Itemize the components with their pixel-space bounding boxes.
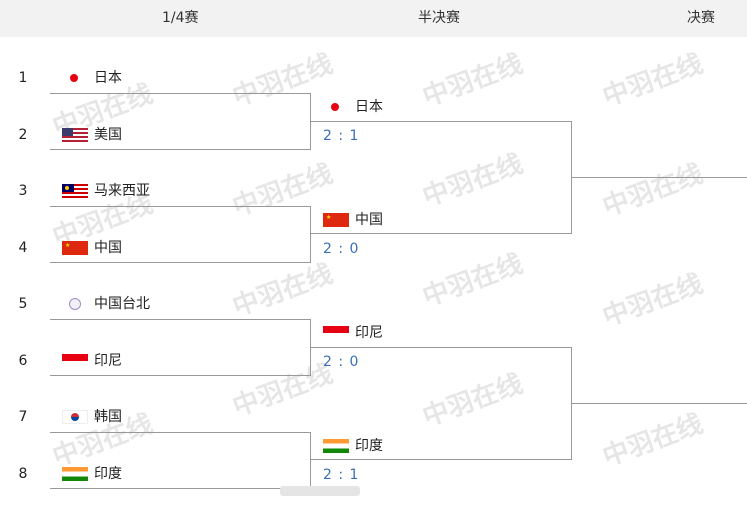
team-name: 马来西亚 bbox=[94, 183, 150, 199]
qf-team-china[interactable]: ★ 中国 bbox=[62, 236, 122, 260]
indonesia-flag-icon bbox=[62, 354, 88, 368]
sf-team-india[interactable]: 印度 bbox=[323, 434, 383, 458]
watermark: 中羽在线 bbox=[418, 48, 527, 113]
scroll-hint-bar bbox=[280, 486, 360, 496]
quarterfinal-column-title: 1/4赛 bbox=[162, 10, 199, 26]
seed-number: 7 bbox=[18, 409, 28, 425]
watermark: 中羽在线 bbox=[228, 258, 337, 323]
team-name: 印度 bbox=[355, 438, 383, 454]
qf-team-india[interactable]: 印度 bbox=[62, 462, 122, 486]
qf-team-usa[interactable]: 美国 bbox=[62, 123, 122, 147]
final-column-title: 决赛 bbox=[687, 10, 715, 26]
sf-match-bracket bbox=[311, 347, 572, 460]
seed-number: 6 bbox=[18, 353, 28, 369]
sf-match-bracket bbox=[311, 121, 572, 234]
qf-match-bracket bbox=[50, 432, 311, 489]
qf-match-bracket bbox=[50, 206, 311, 263]
india-flag-icon bbox=[62, 467, 88, 481]
qf-team-malaysia[interactable]: 马来西亚 bbox=[62, 179, 150, 203]
qf-team-japan[interactable]: 日本 bbox=[62, 66, 122, 90]
qf-match-bracket bbox=[50, 93, 311, 150]
china-flag-icon: ★ bbox=[323, 213, 349, 227]
seed-number: 5 bbox=[18, 296, 28, 312]
team-name: 日本 bbox=[355, 99, 383, 115]
team-name: 美国 bbox=[94, 127, 122, 143]
usa-flag-icon bbox=[62, 128, 88, 142]
team-name: 中国 bbox=[94, 240, 122, 256]
team-name: 日本 bbox=[94, 70, 122, 86]
qf-score: 2 : 0 bbox=[323, 354, 360, 370]
seed-number: 8 bbox=[18, 466, 28, 482]
seed-number: 2 bbox=[18, 127, 28, 143]
team-name: 印尼 bbox=[94, 353, 122, 369]
team-name: 韩国 bbox=[94, 409, 122, 425]
malaysia-flag-icon bbox=[62, 184, 88, 198]
qf-team-korea[interactable]: 韩国 bbox=[62, 405, 122, 429]
korea-flag-icon bbox=[62, 410, 88, 424]
watermark: 中羽在线 bbox=[418, 248, 527, 313]
sf-team-china[interactable]: ★ 中国 bbox=[323, 208, 383, 232]
japan-flag-icon bbox=[62, 71, 88, 85]
bracket-header: 1/4赛 半决赛 决赛 bbox=[0, 0, 747, 37]
india-flag-icon bbox=[323, 439, 349, 453]
watermark: 中羽在线 bbox=[598, 408, 707, 473]
qf-match-bracket bbox=[50, 319, 311, 376]
final-connector-line bbox=[572, 177, 747, 178]
qf-team-chinese-taipei[interactable]: 中国台北 bbox=[62, 292, 150, 316]
sf-team-indonesia[interactable]: 印尼 bbox=[323, 321, 383, 345]
qf-team-indonesia[interactable]: 印尼 bbox=[62, 349, 122, 373]
china-flag-icon: ★ bbox=[62, 241, 88, 255]
seed-number: 4 bbox=[18, 240, 28, 256]
final-connector-line bbox=[572, 403, 747, 404]
qf-score: 2 : 0 bbox=[323, 241, 360, 257]
watermark: 中羽在线 bbox=[598, 268, 707, 333]
team-name: 中国台北 bbox=[94, 296, 150, 312]
indonesia-flag-icon bbox=[323, 326, 349, 340]
seed-number: 3 bbox=[18, 183, 28, 199]
sf-team-japan[interactable]: 日本 bbox=[323, 95, 383, 119]
team-name: 印尼 bbox=[355, 325, 383, 341]
team-name: 中国 bbox=[355, 212, 383, 228]
team-name: 印度 bbox=[94, 466, 122, 482]
seed-number: 1 bbox=[18, 70, 28, 86]
qf-score: 2 : 1 bbox=[323, 128, 360, 144]
semifinal-column-title: 半决赛 bbox=[418, 10, 460, 26]
japan-flag-icon bbox=[323, 100, 349, 114]
watermark: 中羽在线 bbox=[598, 158, 707, 223]
watermark: 中羽在线 bbox=[598, 48, 707, 113]
chinese-taipei-flag-icon bbox=[62, 297, 88, 311]
qf-score: 2 : 1 bbox=[323, 467, 360, 483]
